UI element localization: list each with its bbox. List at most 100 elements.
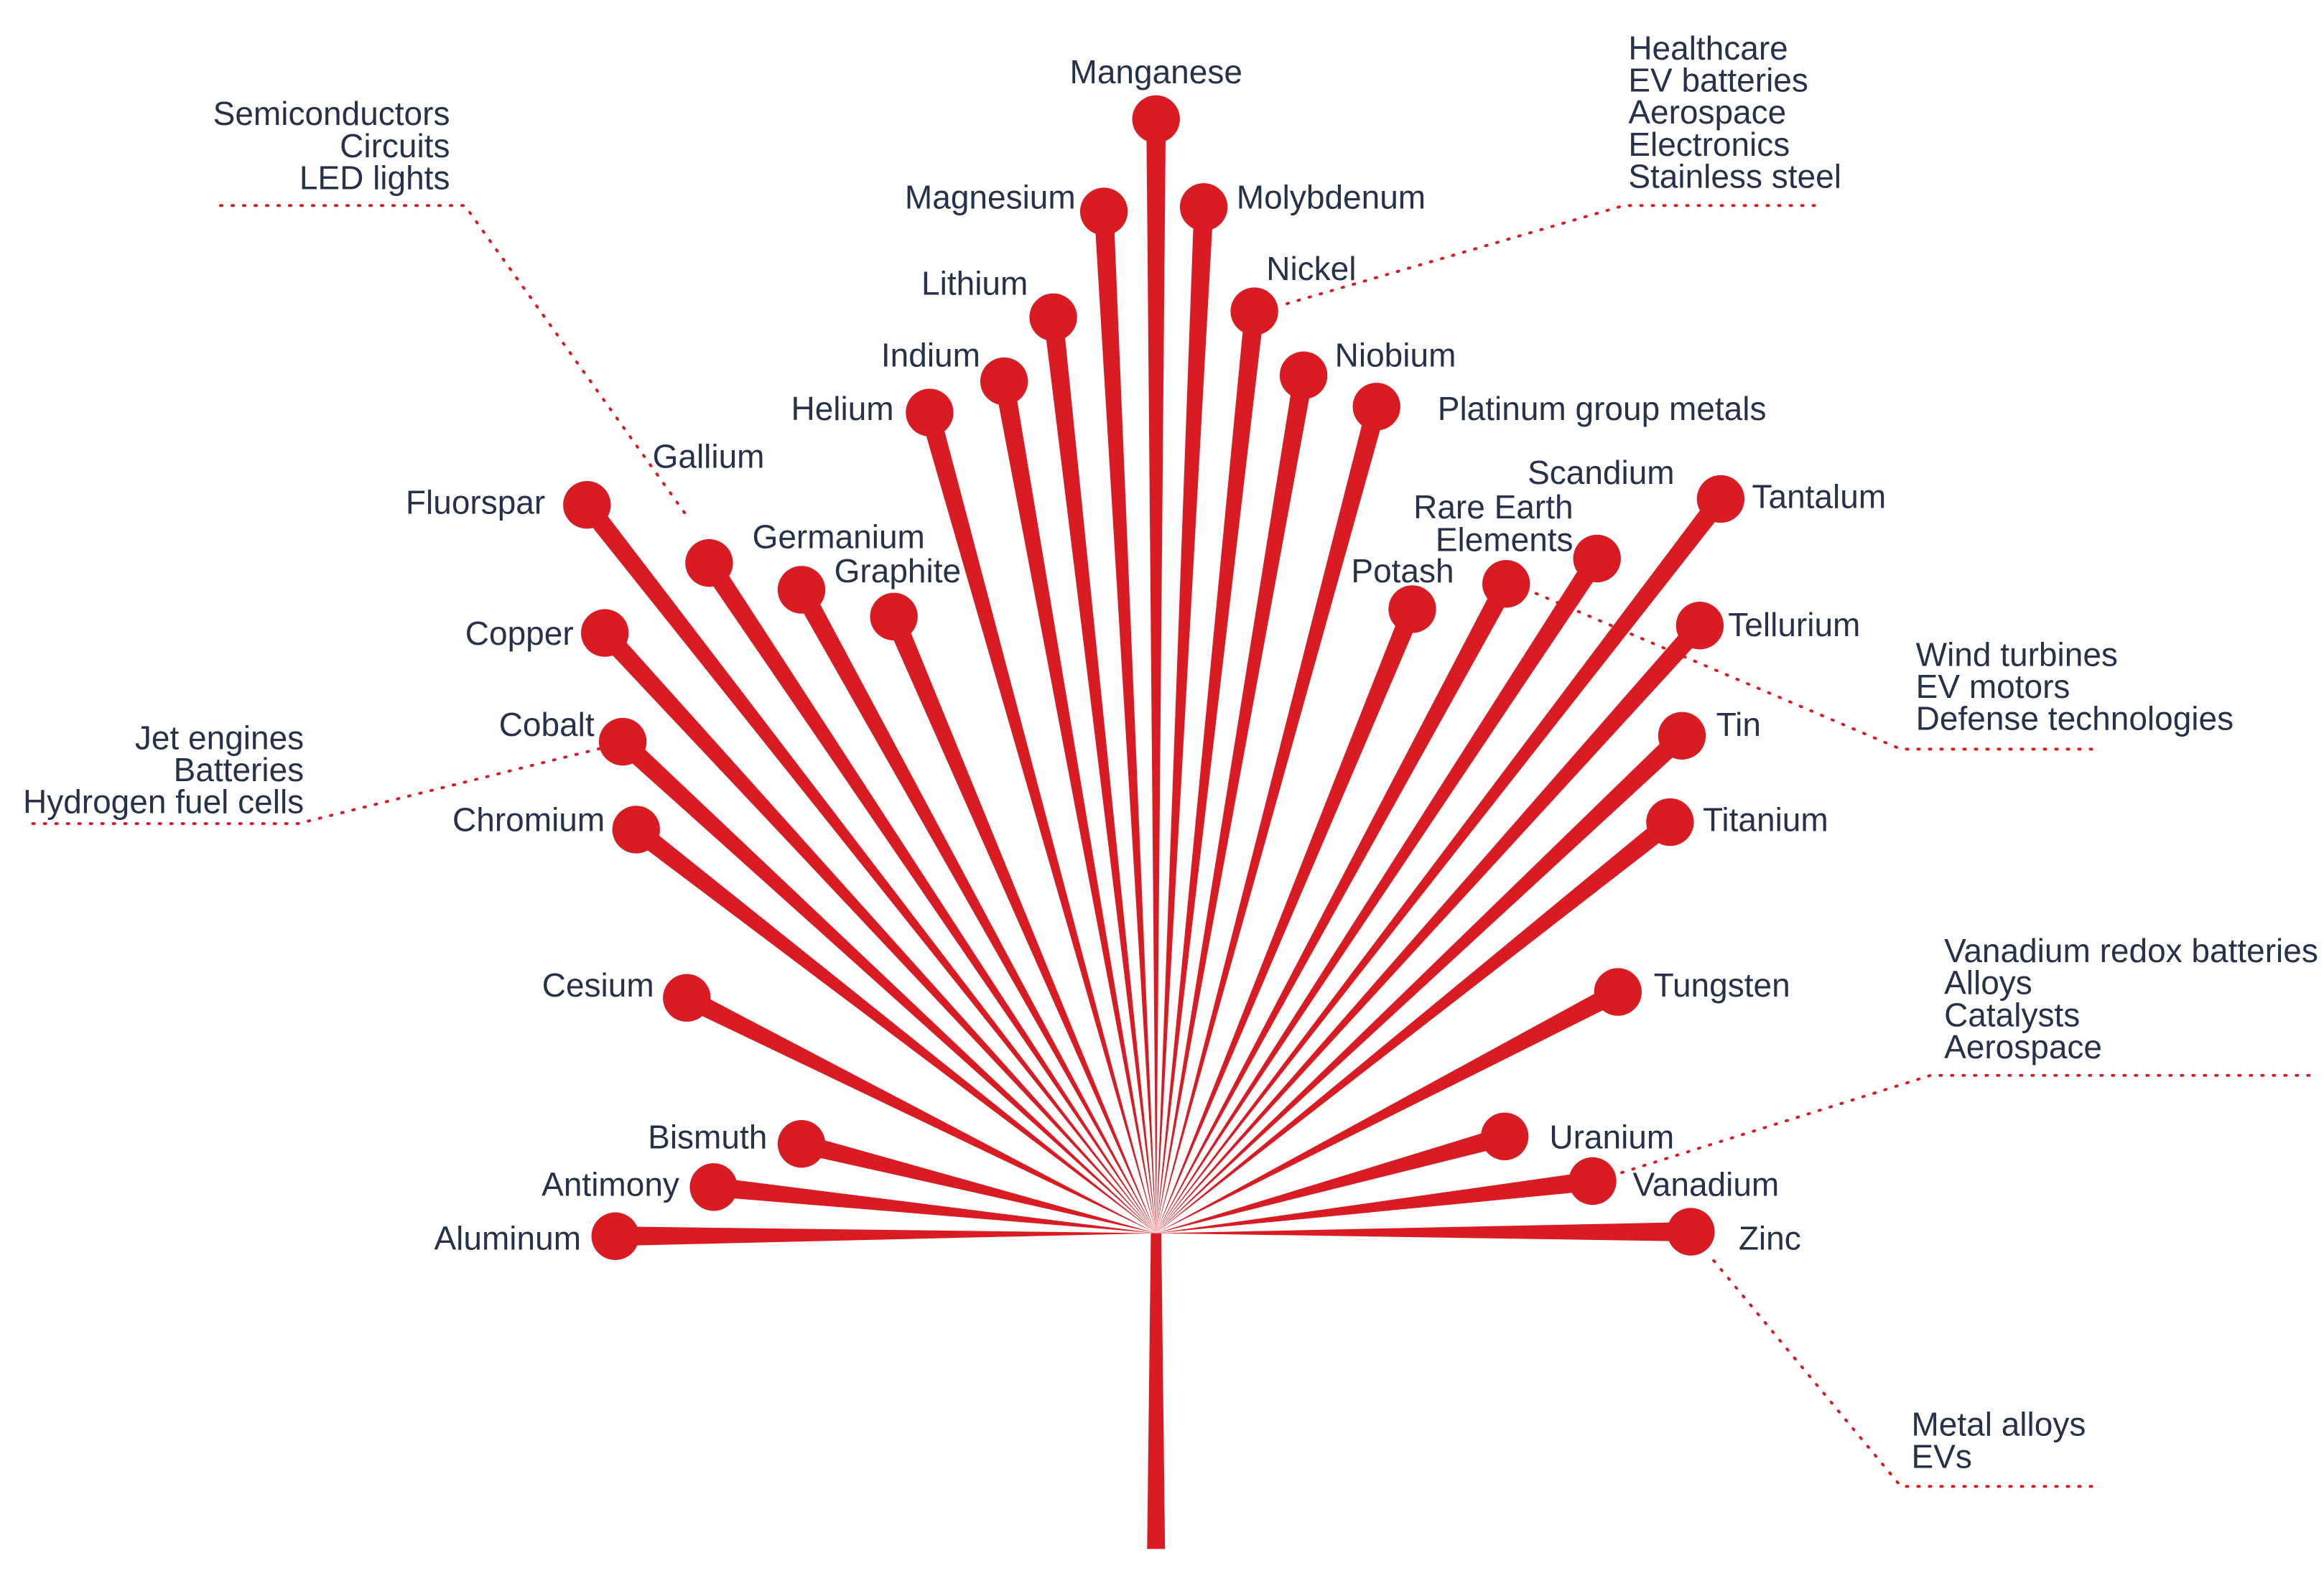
label-gallium: Gallium — [653, 437, 765, 475]
node-uranium[interactable] — [1480, 1112, 1529, 1160]
label-cobalt: Cobalt — [499, 706, 595, 743]
label-magnesium: Magnesium — [905, 178, 1076, 215]
callout-line: Electronics — [1628, 126, 1790, 163]
node-platinum[interactable] — [1352, 383, 1400, 431]
label-platinum: Platinum group metals — [1438, 390, 1767, 427]
branch-indium — [994, 379, 1156, 1233]
label-chromium: Chromium — [452, 801, 605, 839]
branch-magnesium — [1094, 210, 1156, 1233]
callout-line: Circuits — [340, 127, 450, 164]
node-fluorspar[interactable] — [563, 481, 611, 529]
node-potash[interactable] — [1388, 585, 1436, 633]
node-tungsten[interactable] — [1594, 968, 1642, 1016]
node-graphite[interactable] — [870, 592, 918, 640]
node-titanium[interactable] — [1646, 798, 1694, 847]
node-antimony[interactable] — [689, 1163, 738, 1211]
branch-potash — [1156, 605, 1422, 1233]
node-tin[interactable] — [1658, 712, 1706, 760]
node-zinc[interactable] — [1667, 1208, 1715, 1256]
node-niobium[interactable] — [1279, 351, 1328, 399]
leader-gallium-uses — [219, 204, 687, 516]
branch-cobalt — [615, 734, 1156, 1233]
leader-zinc-uses — [1711, 1258, 2093, 1488]
callout-line: Alloys — [1944, 964, 2032, 1002]
branch-nickel — [1156, 310, 1265, 1233]
callout-line: Hydrogen fuel cells — [23, 783, 304, 821]
branch-bismuth — [799, 1134, 1156, 1233]
label-bismuth: Bismuth — [648, 1118, 767, 1155]
node-lithium[interactable] — [1029, 293, 1077, 342]
node-indium[interactable] — [980, 357, 1028, 406]
label-indium: Indium — [881, 336, 980, 373]
callout-line: Aerospace — [1944, 1028, 2102, 1065]
label-aluminum: Aluminum — [434, 1219, 582, 1256]
node-cobalt[interactable] — [598, 717, 647, 766]
label-tantalum: Tantalum — [1752, 477, 1886, 515]
node-bismuth[interactable] — [777, 1119, 826, 1168]
callout-line: Defense technologies — [1916, 699, 2234, 737]
label-manganese: Manganese — [1070, 53, 1242, 90]
label-tin: Tin — [1716, 706, 1761, 743]
branch-tin — [1156, 728, 1689, 1233]
branch-tellurium — [1156, 619, 1707, 1233]
label-cesium: Cesium — [542, 966, 654, 1004]
node-magnesium[interactable] — [1079, 187, 1128, 235]
label-uranium: Uranium — [1549, 1118, 1674, 1155]
node-aluminum[interactable] — [591, 1212, 639, 1260]
branch-tungsten — [1156, 983, 1623, 1233]
label-scandium: Scandium — [1528, 454, 1675, 491]
branch-aluminum — [615, 1226, 1156, 1246]
branch-gallium — [701, 557, 1156, 1233]
callout-line: Catalysts — [1944, 996, 2080, 1033]
node-copper[interactable] — [581, 609, 629, 657]
branch-cesium — [682, 989, 1156, 1233]
callout-line: Aerospace — [1628, 93, 1786, 131]
label-potash: Potash — [1351, 552, 1454, 589]
label-molybdenum: Molybdenum — [1237, 178, 1426, 215]
label-graphite: Graphite — [835, 552, 961, 589]
branch-graphite — [885, 612, 1156, 1233]
label-lithium: Lithium — [921, 265, 1028, 302]
leader-cobalt-uses — [31, 746, 605, 826]
label-tellurium: Tellurium — [1728, 606, 1860, 643]
node-helium[interactable] — [906, 388, 954, 437]
branch-antimony — [712, 1177, 1156, 1233]
node-tantalum[interactable] — [1696, 475, 1745, 523]
label-germanium: Germanium — [753, 518, 925, 555]
callout-line: EV motors — [1916, 668, 2070, 705]
callout-line: EVs — [1911, 1437, 1971, 1475]
node-gallium[interactable] — [685, 538, 733, 587]
label-nickel: Nickel — [1266, 250, 1356, 287]
node-vanadium[interactable] — [1568, 1157, 1617, 1205]
label-copper: Copper — [465, 615, 574, 652]
label-niobium: Niobium — [1335, 336, 1456, 373]
node-nickel[interactable] — [1230, 287, 1278, 335]
node-manganese[interactable] — [1132, 95, 1180, 144]
node-germanium[interactable] — [777, 566, 826, 614]
label-vanadium: Vanadium — [1633, 1166, 1780, 1203]
callout-line: Semiconductors — [213, 95, 450, 132]
branch-chromium — [630, 821, 1156, 1233]
callout-line: Metal alloys — [1911, 1406, 2086, 1443]
node-tellurium[interactable] — [1675, 602, 1724, 650]
branches — [563, 95, 1745, 1260]
branch-platinum — [1156, 404, 1386, 1233]
node-scandium[interactable] — [1573, 534, 1621, 583]
callout-leaders — [31, 204, 2311, 1488]
branch-vanadium — [1156, 1171, 1594, 1233]
node-cesium[interactable] — [663, 974, 711, 1022]
branch-fluorspar — [579, 498, 1156, 1233]
branch-tantalum — [1156, 493, 1729, 1233]
node-rare-earth[interactable] — [1482, 559, 1530, 608]
callout-line: Wind turbines — [1916, 635, 2118, 673]
label-helium: Helium — [791, 390, 893, 427]
node-molybdenum[interactable] — [1179, 183, 1228, 231]
node-chromium[interactable] — [612, 806, 660, 854]
branch-zinc — [1156, 1222, 1691, 1242]
branch-molybdenum — [1156, 206, 1214, 1233]
